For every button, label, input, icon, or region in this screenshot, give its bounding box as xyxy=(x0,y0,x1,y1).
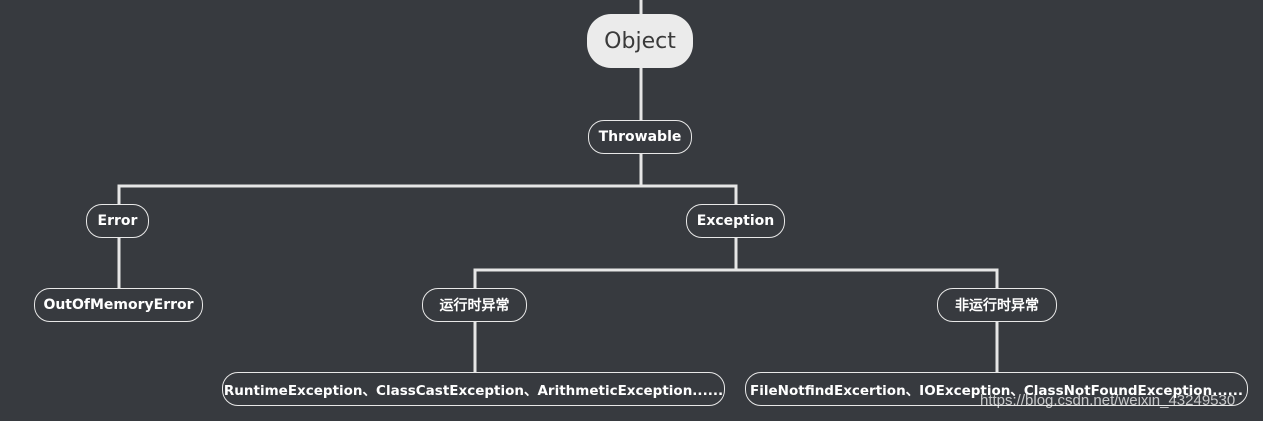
node-error[interactable]: Error xyxy=(86,204,149,238)
node-non-runtime-exception[interactable]: 非运行时异常 xyxy=(937,288,1057,322)
node-object[interactable]: Object xyxy=(587,14,693,68)
node-runtime-examples[interactable]: RuntimeException、ClassCastException、Arit… xyxy=(222,372,725,406)
node-runtime-exception[interactable]: 运行时异常 xyxy=(422,288,527,322)
node-out-of-memory-error[interactable]: OutOfMemoryError xyxy=(34,288,203,322)
node-non-runtime-examples[interactable]: FileNotfindExcertion、IOException、ClassNo… xyxy=(745,372,1248,406)
node-exception[interactable]: Exception xyxy=(686,204,785,238)
node-throwable[interactable]: Throwable xyxy=(588,120,692,154)
watermark-text: https://blog.csdn.net/weixin_43249530 xyxy=(980,392,1236,409)
